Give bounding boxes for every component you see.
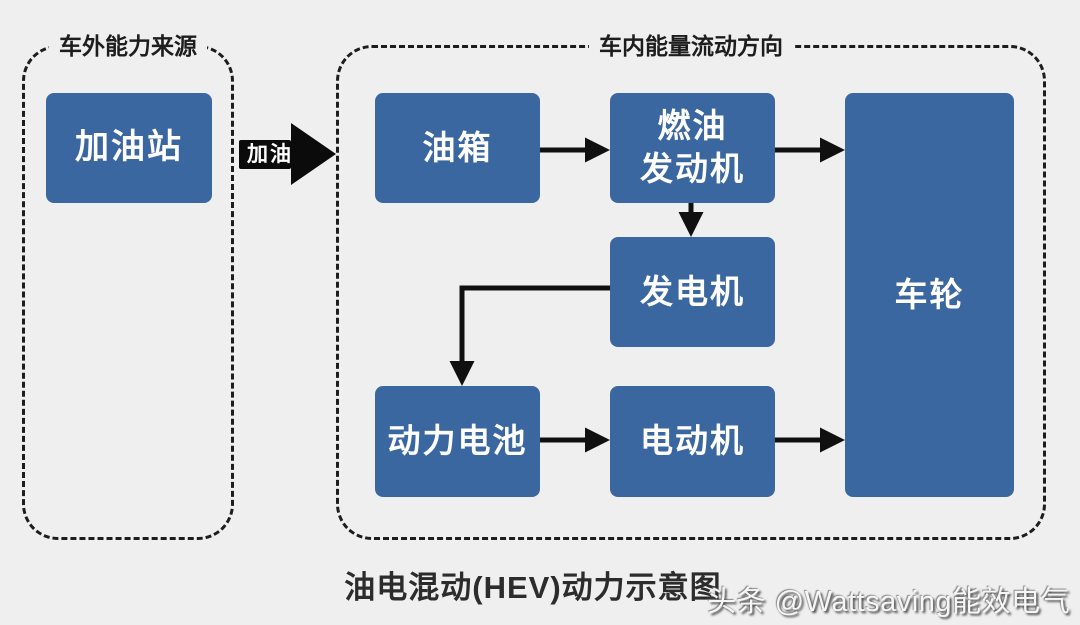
inside-energy-group-title: 车内能量流动方向 [589, 32, 793, 60]
node-generator-label: 发电机 [640, 272, 745, 310]
node-fuel-tank: 油箱 [375, 93, 540, 203]
node-wheels: 车轮 [845, 93, 1014, 497]
node-battery: 动力电池 [375, 386, 540, 497]
diagram-caption: 油电混动(HEV)动力示意图 [344, 570, 722, 605]
refuel-arrow-body [239, 140, 291, 169]
node-battery-label: 动力电池 [387, 422, 528, 460]
refuel-arrow-head-icon [291, 123, 336, 185]
outside-energy-group-title: 车外能力来源 [49, 32, 207, 60]
node-engine-label-line1: 燃油 [657, 107, 728, 145]
node-fuel-tank-label: 油箱 [422, 128, 493, 166]
node-motor-label: 电动机 [640, 422, 745, 460]
node-engine-label-line2: 发动机 [640, 150, 745, 187]
node-gas-station-label: 加油站 [75, 128, 183, 167]
node-wheels-label: 车轮 [894, 275, 965, 313]
node-motor: 电动机 [610, 386, 775, 497]
node-engine: 燃油 发动机 [610, 93, 775, 203]
inside-energy-group: 车内能量流动方向 [336, 32, 1046, 540]
refuel-arrow-label: 加油 [247, 143, 293, 166]
watermark-text: 头条 @Wattsaving能效电气 [707, 586, 1070, 618]
outside-energy-group: 车外能力来源 [22, 32, 234, 540]
node-gas-station: 加油站 [46, 93, 212, 203]
refuel-arrow: 加油 [239, 123, 336, 185]
node-generator: 发电机 [610, 237, 775, 347]
